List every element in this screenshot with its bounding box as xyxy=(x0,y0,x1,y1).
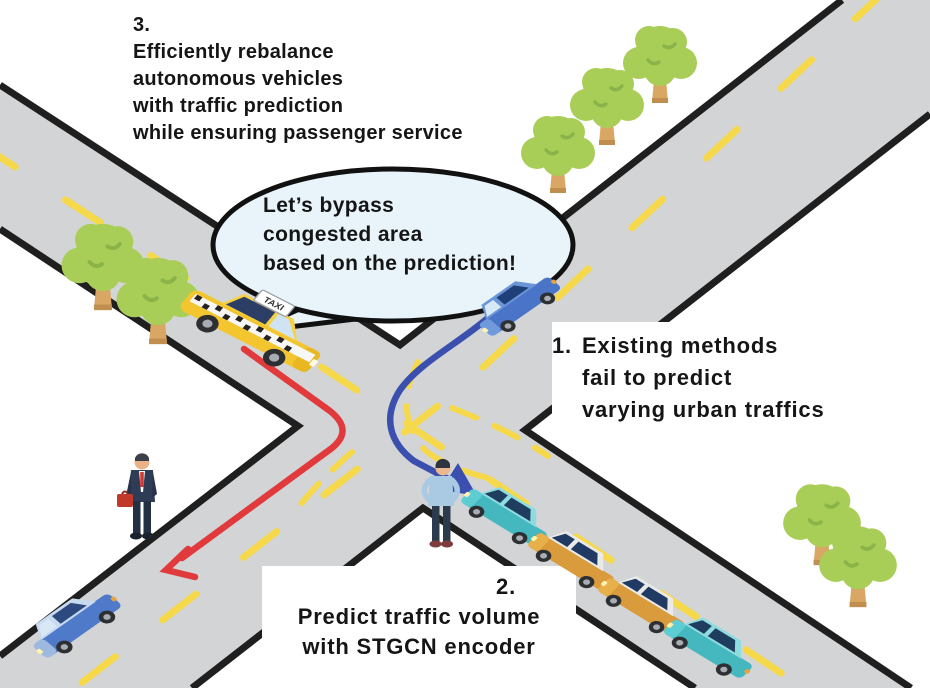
wedge-border-right xyxy=(519,111,930,688)
note1-box xyxy=(552,322,924,434)
annotation-1: 1. Existing methods fail to predict vary… xyxy=(552,330,924,426)
note2-box xyxy=(262,566,576,662)
businessman-icon xyxy=(117,453,157,540)
taxi-icon: TAXI xyxy=(180,289,321,372)
wedge-border-top xyxy=(0,0,845,350)
speech-bubble-text: Let’s bypass congested area based on the… xyxy=(263,194,517,275)
tree-icon xyxy=(521,116,595,193)
annotation-3: 3. Efficiently rebalance autonomous vehi… xyxy=(133,14,463,144)
taxi-sign: TAXI xyxy=(253,289,295,317)
annotation-3-number: 3. xyxy=(133,14,151,36)
annotation-1-number: 1. xyxy=(552,333,572,358)
annotation-2: 2. Predict traffic volume with STGCN enc… xyxy=(262,572,576,662)
red-route-arrow xyxy=(159,345,346,581)
pedestrian-icon xyxy=(421,458,460,548)
annotation-2-number: 2. xyxy=(496,574,516,599)
